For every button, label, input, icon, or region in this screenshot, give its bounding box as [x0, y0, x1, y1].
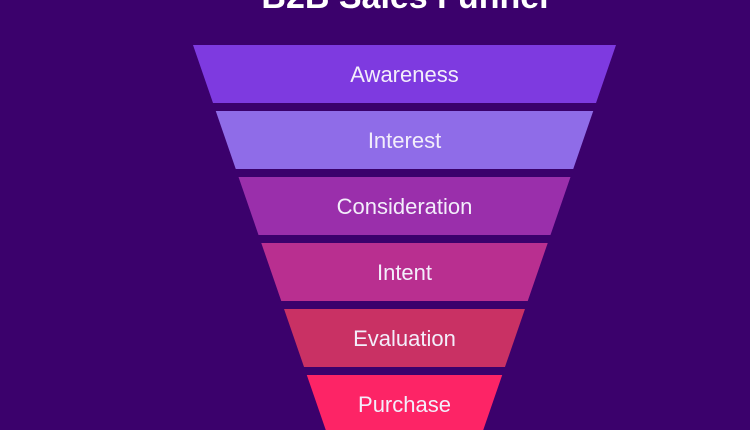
funnel-title: B2B Sales Funnel: [0, 0, 750, 17]
funnel-stage-interest: Interest: [215, 111, 594, 169]
funnel-stage-evaluation: Evaluation: [284, 309, 525, 367]
funnel-stage-label: Purchase: [358, 392, 451, 417]
funnel-stage-intent: Intent: [261, 243, 548, 301]
funnel-stage-shape: [215, 111, 594, 169]
funnel-stage-label: Evaluation: [353, 326, 456, 351]
funnel-stage-shape: [306, 375, 503, 430]
funnel-stage-consideration: Consideration: [238, 177, 571, 235]
funnel-stage-shape: [261, 243, 548, 301]
funnel-stage-label: Consideration: [337, 194, 473, 219]
funnel-stage-awareness: Awareness: [193, 45, 616, 103]
funnel-stage-purchase: Purchase: [306, 375, 503, 430]
funnel-stage-label: Intent: [377, 260, 432, 285]
funnel-stage-shape: [193, 45, 616, 103]
funnel-stage-shape: [284, 309, 525, 367]
funnel-stage-label: Interest: [368, 128, 441, 153]
funnel-stage-label: Awareness: [350, 62, 458, 87]
funnel-stage-shape: [238, 177, 571, 235]
